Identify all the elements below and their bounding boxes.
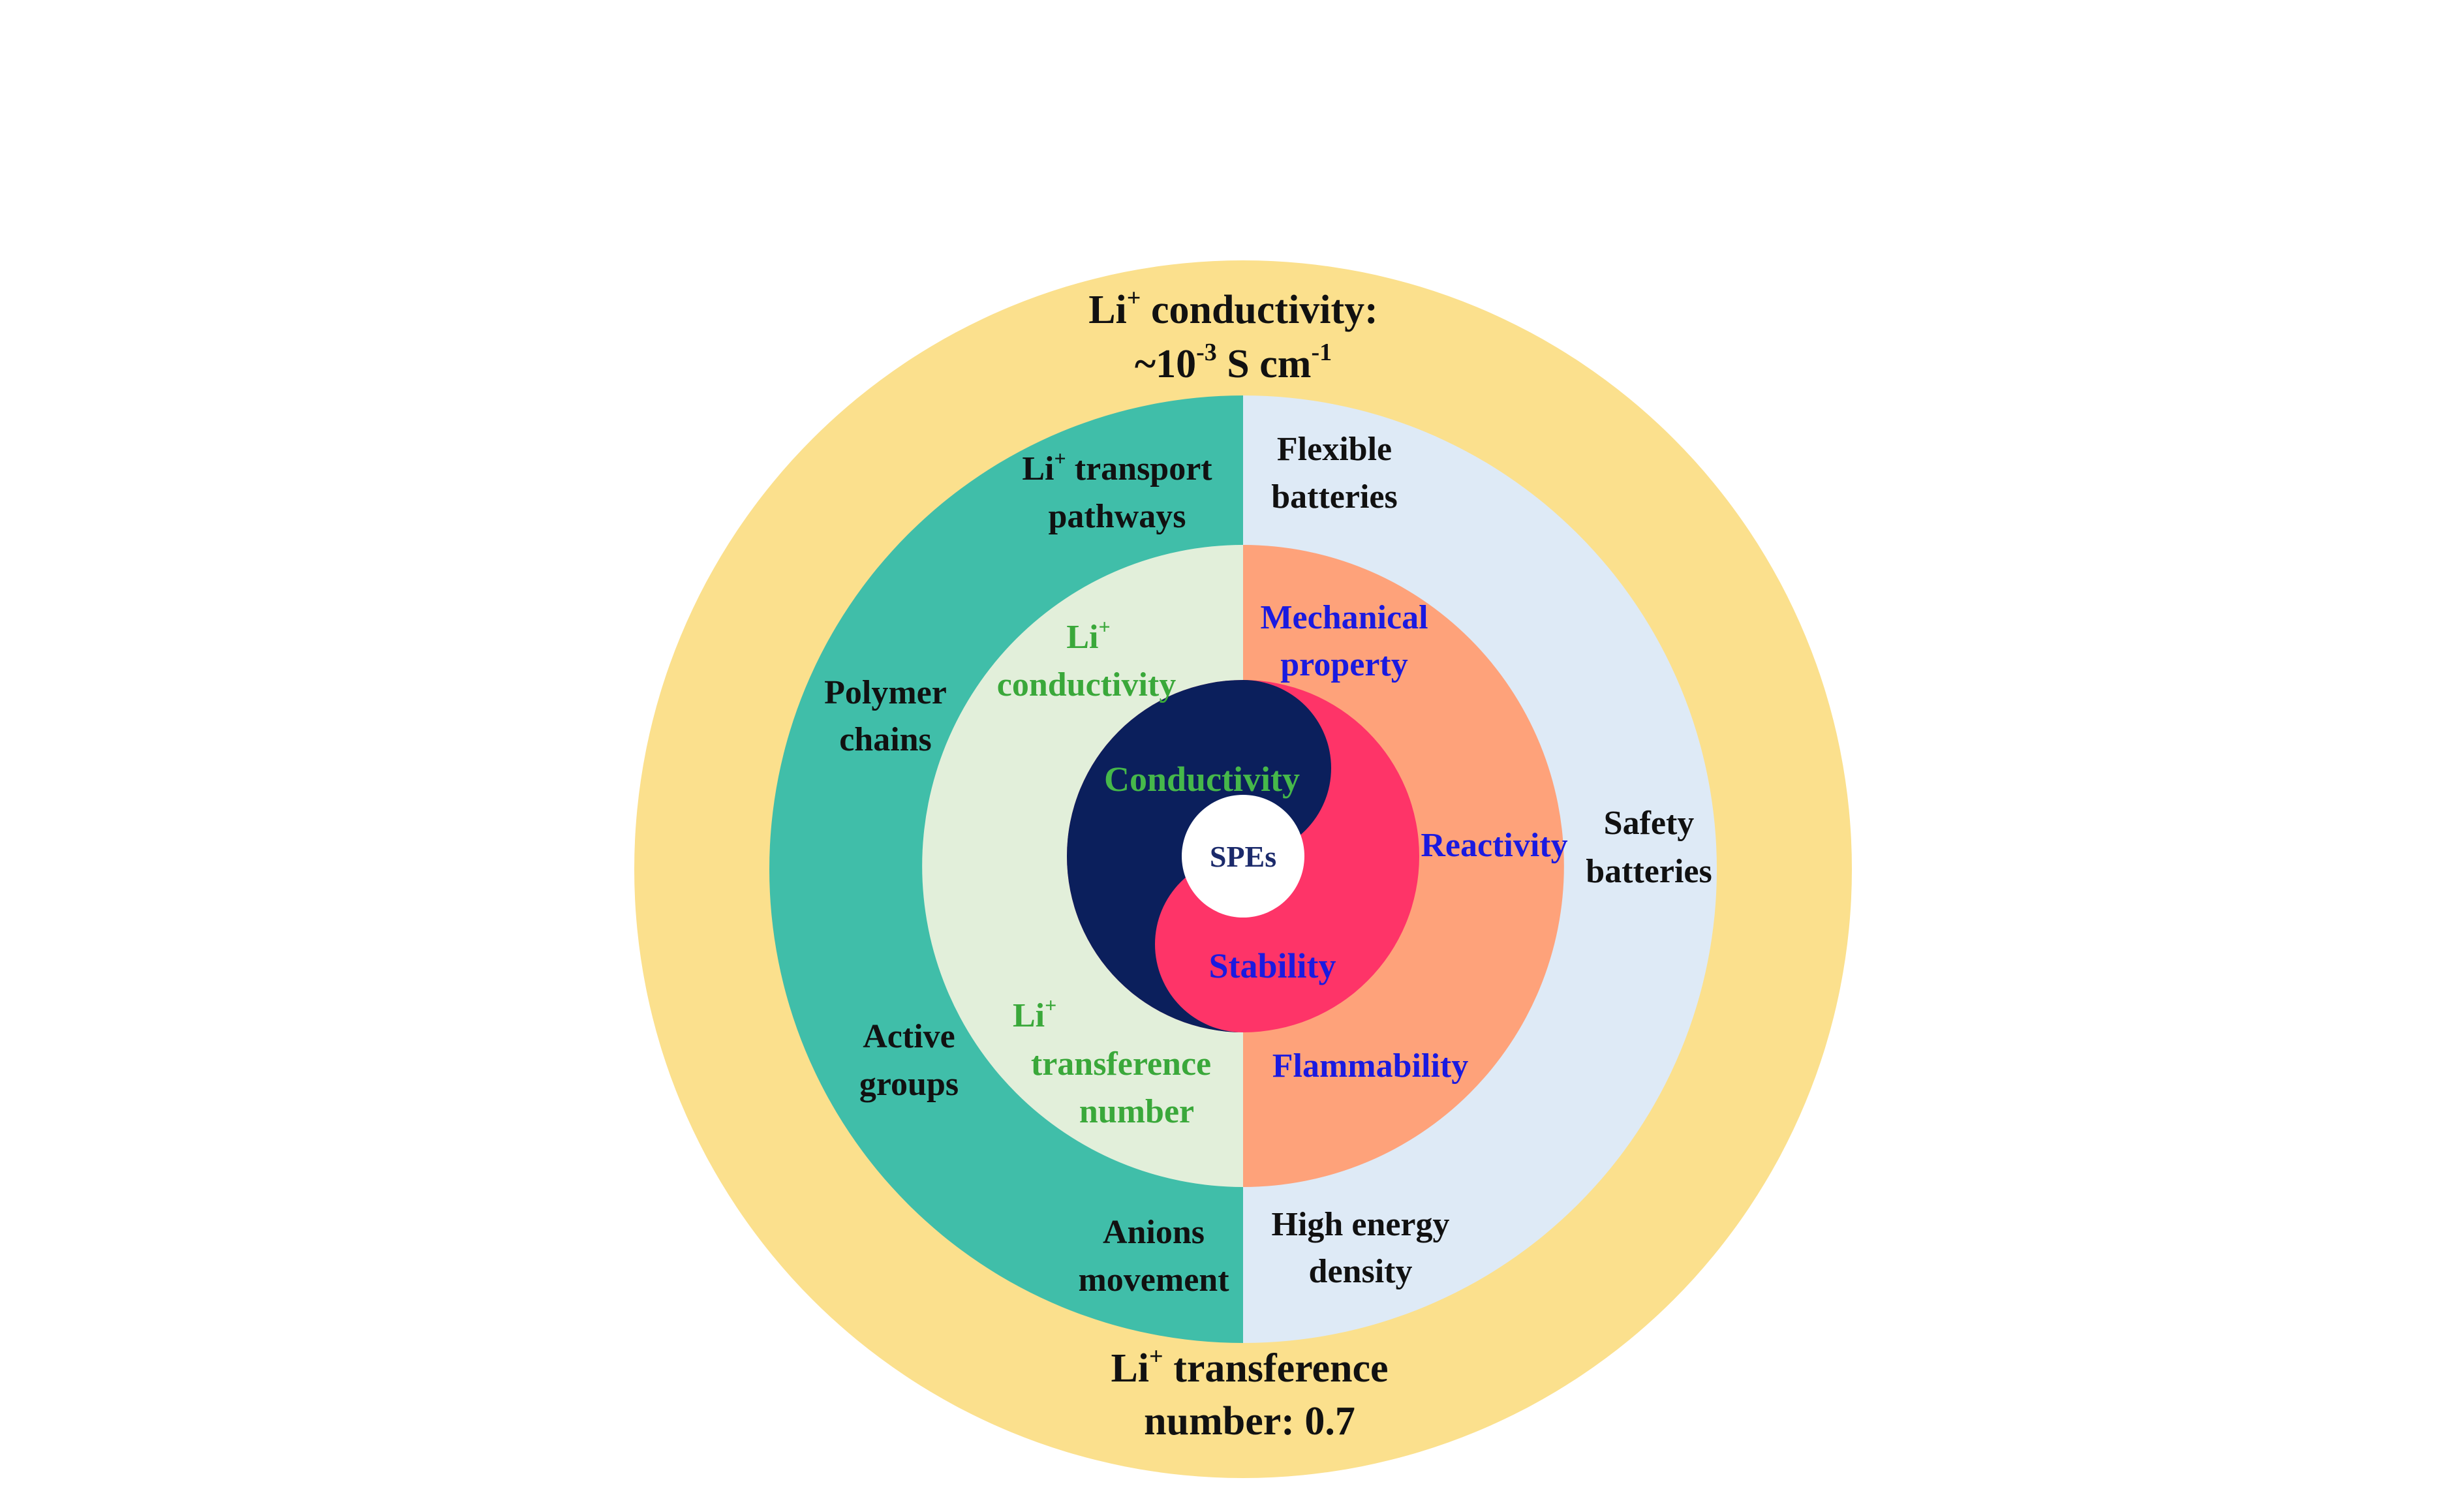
high-energy-density-line1: High energy bbox=[1272, 1206, 1450, 1243]
active-groups-line1: Active bbox=[863, 1018, 955, 1055]
mechanical-property-line1: Mechanical bbox=[1260, 599, 1428, 636]
anions-movement-line1: Anions bbox=[1103, 1214, 1205, 1251]
core-stability-label: Stability bbox=[1208, 946, 1336, 985]
reactivity-label: Reactivity bbox=[1421, 827, 1567, 864]
li-transference-line1: Li+ bbox=[1013, 993, 1056, 1034]
transport-pathways-line1: Li+ transport bbox=[1022, 446, 1212, 487]
flexible-batteries-line2: batteries bbox=[1271, 478, 1397, 516]
outer-top-label-line1: Li+ conductivity: bbox=[1088, 285, 1378, 332]
flammability-label: Flammability bbox=[1272, 1047, 1468, 1085]
spes-center bbox=[1182, 795, 1304, 918]
transport-pathways-line2: pathways bbox=[1049, 498, 1186, 535]
polymer-chains-line1: Polymer bbox=[824, 674, 947, 711]
safety-batteries-line2: batteries bbox=[1586, 853, 1712, 890]
core-center-label: SPEs bbox=[1210, 840, 1276, 873]
anions-movement-line2: movement bbox=[1078, 1261, 1229, 1299]
flexible-batteries-line1: Flexible bbox=[1277, 431, 1392, 468]
safety-batteries-line1: Safety bbox=[1604, 805, 1695, 842]
li-conductivity-line1: Li+ bbox=[1066, 615, 1110, 656]
outer-bottom-label-line1: Li+ transference bbox=[1111, 1343, 1388, 1391]
outer-bottom-label-line2: number: 0.7 bbox=[1144, 1399, 1355, 1443]
li-transference-line3: number bbox=[1079, 1093, 1194, 1130]
high-energy-density-line2: density bbox=[1309, 1253, 1413, 1290]
li-transference-line2: transference bbox=[1031, 1045, 1211, 1083]
core-conductivity-label: Conductivity bbox=[1104, 760, 1300, 799]
mechanical-property-line2: property bbox=[1280, 646, 1408, 683]
li-conductivity-line2: conductivity bbox=[997, 666, 1176, 703]
outer-top-label-line2: ~10-3 S cm-1 bbox=[1135, 339, 1332, 386]
active-groups-line2: groups bbox=[859, 1066, 959, 1103]
polymer-chains-line2: chains bbox=[839, 721, 932, 758]
